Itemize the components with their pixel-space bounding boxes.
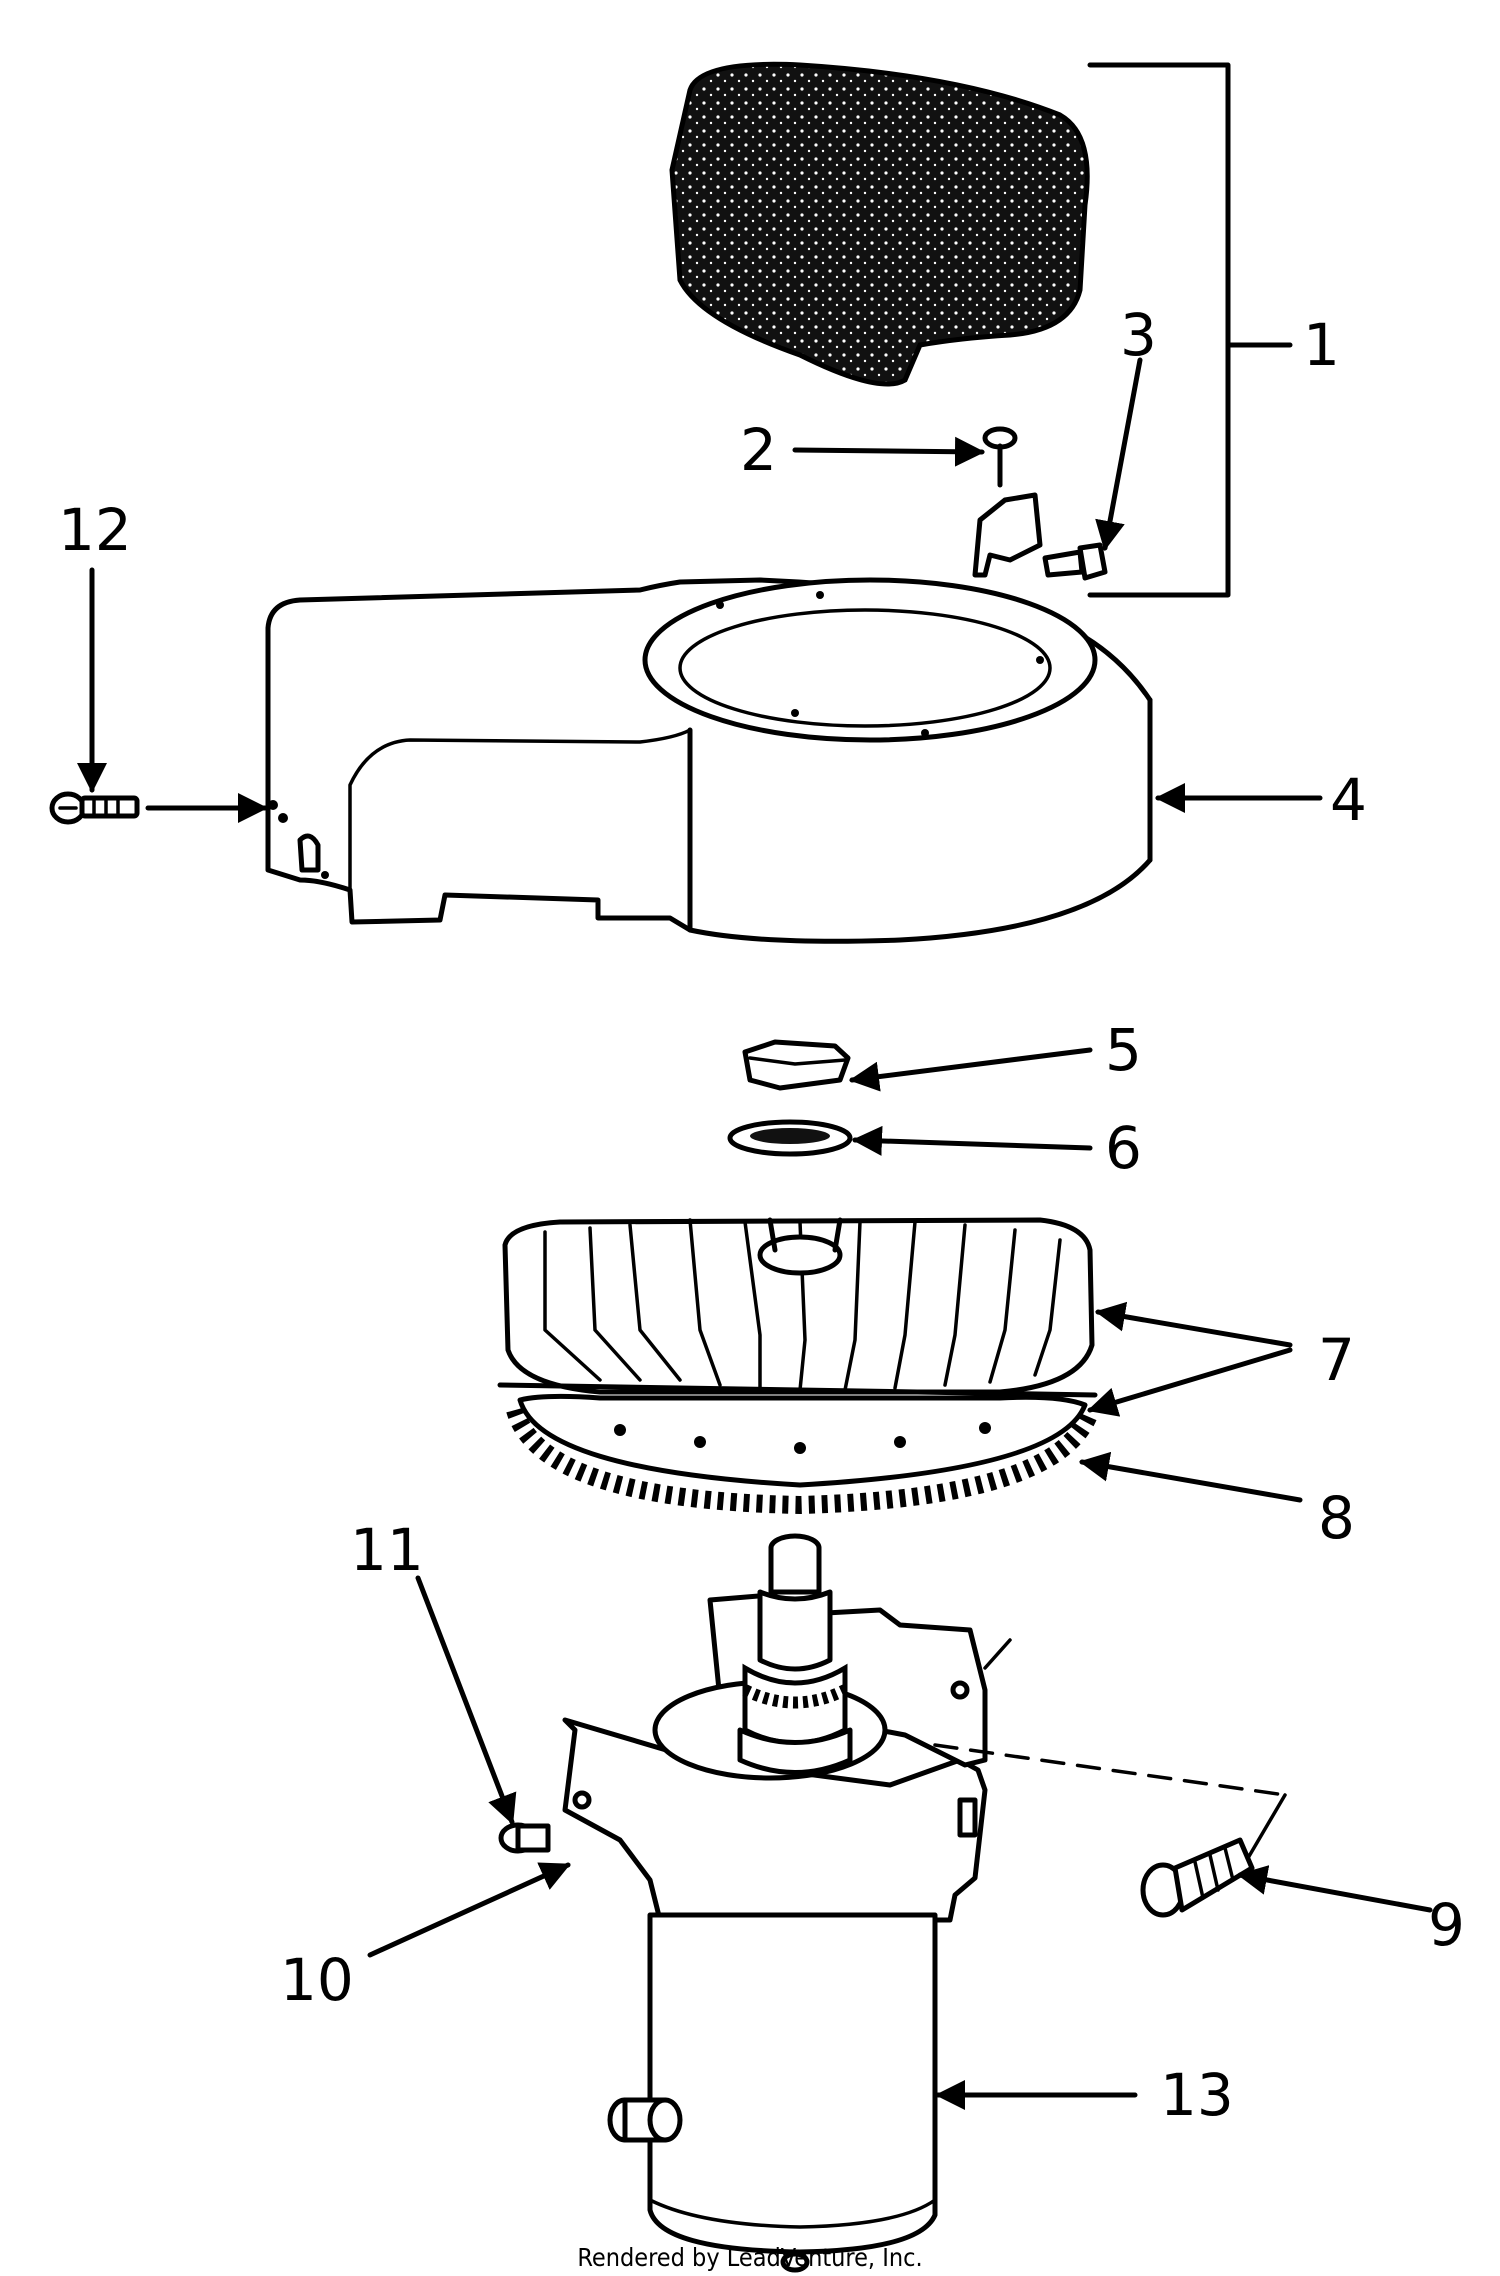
wing-bolt — [1042, 542, 1108, 581]
flywheel — [497, 1217, 1098, 1398]
callout-5: 5 — [1105, 1016, 1142, 1084]
callout-6: 6 — [1105, 1114, 1142, 1182]
callout-4: 4 — [1330, 766, 1367, 834]
callout-10: 10 — [280, 1946, 354, 2014]
air-filter-element — [669, 61, 1090, 387]
terminal-stud — [607, 2097, 683, 2143]
starter-drive-pinion — [737, 1533, 853, 1775]
pin — [982, 426, 1018, 488]
callout-8: 8 — [1318, 1484, 1355, 1552]
callout-12: 12 — [58, 496, 132, 564]
footer-credit: Rendered by LeadVenture, Inc. — [577, 2243, 922, 2272]
screw — [49, 791, 140, 825]
callout-2: 2 — [740, 416, 777, 484]
ring-gear — [506, 1393, 1099, 1515]
callout-1: 1 — [1303, 311, 1340, 379]
callout-9: 9 — [1428, 1891, 1465, 1959]
nut — [742, 1039, 851, 1091]
bolt — [1140, 1837, 1255, 1918]
callout-11: 11 — [350, 1516, 424, 1584]
group-bracket — [1087, 62, 1293, 598]
callout-7: 7 — [1318, 1326, 1355, 1394]
starter-motor — [607, 1912, 938, 2273]
blower-housing — [265, 577, 1153, 944]
leader-lines — [77, 357, 1433, 2110]
washer — [727, 1119, 853, 1157]
clip-bracket — [972, 492, 1043, 578]
lock-nut — [498, 1822, 551, 1854]
callout-13: 13 — [1160, 2061, 1234, 2129]
callout-labels: 1 2 3 4 5 6 7 8 9 10 11 12 13 — [58, 301, 1465, 2129]
callout-3: 3 — [1120, 301, 1157, 369]
